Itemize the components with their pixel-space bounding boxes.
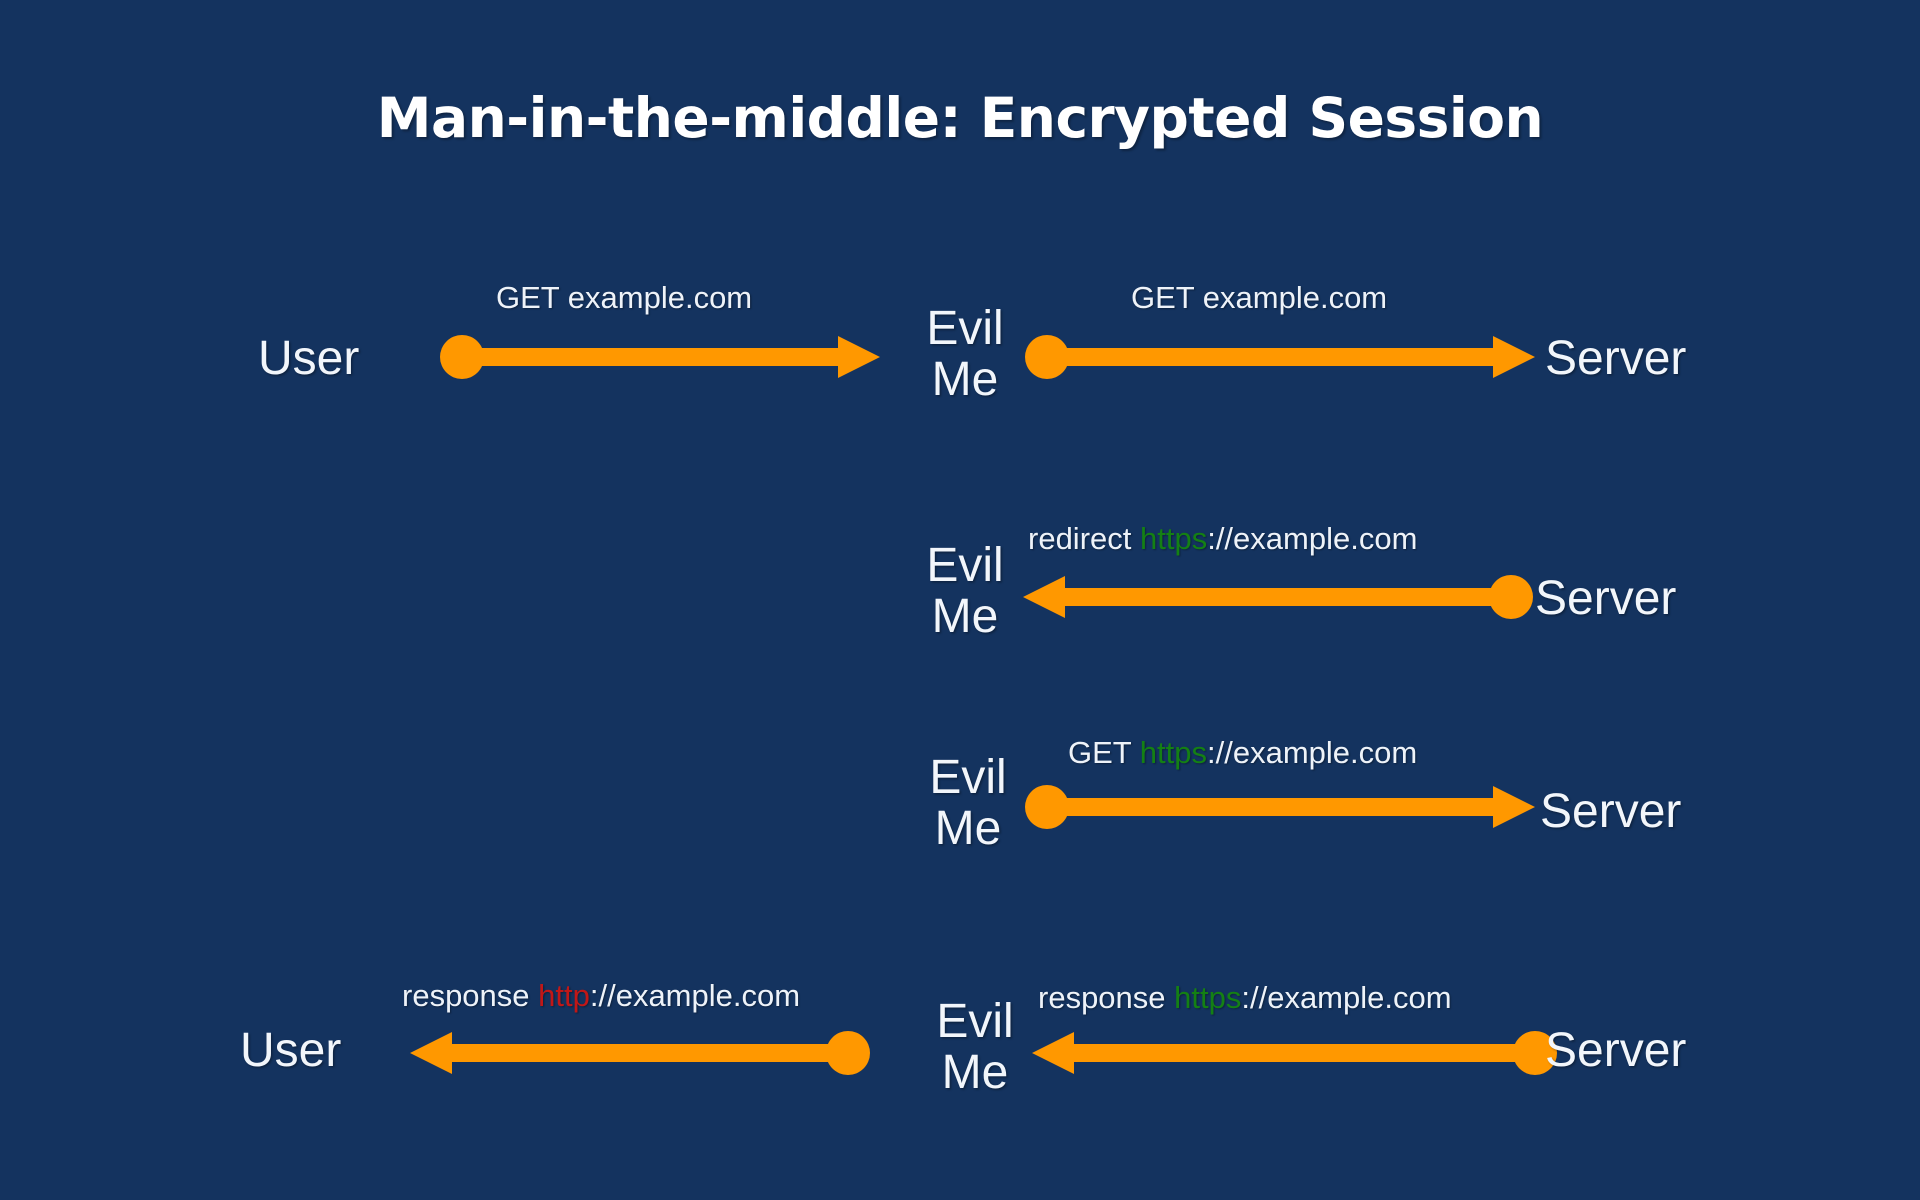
arrow-flow-1-right [1025,334,1545,380]
actor-attacker-row1: Evil Me [905,303,1025,406]
actor-attacker-line2: Me [931,353,999,407]
page-title: Man-in-the-middle: Encrypted Session [376,86,1544,150]
message-prefix: response [1038,980,1175,1015]
message-flow-1-right: GET example.com [1131,280,1387,316]
arrow-flow-4-right [1022,1030,1557,1076]
message-flow-4-right: response https://example.com [1038,980,1452,1016]
message-scheme: https [1139,521,1208,556]
actor-attacker-row3: Evil Me [908,752,1028,855]
message-prefix: GET [496,280,568,315]
message-suffix: ://example.com [1207,735,1418,770]
actor-server-row1: Server [1545,332,1687,385]
actor-attacker-line2: Me [941,1046,1009,1100]
actor-attacker-row2: Evil Me [905,540,1025,643]
arrow-flow-3-right [1025,784,1545,830]
arrow-flow-1-left [440,334,890,380]
actor-user-row4: User [240,1024,342,1077]
actor-attacker-row4: Evil Me [915,996,1035,1099]
message-scheme: https [1139,735,1207,770]
message-flow-2-right: redirect https://example.com [1028,521,1417,557]
actor-attacker-line1: Evil [936,995,1014,1048]
actor-attacker-line1: Evil [926,302,1004,355]
message-suffix: example.com [567,280,753,315]
actor-attacker-line1: Evil [929,751,1007,804]
message-prefix: GET [1068,735,1140,770]
message-suffix: ://example.com [589,978,801,1013]
message-flow-1-left: GET example.com [496,280,752,316]
message-scheme: https [1174,980,1242,1015]
actor-user-row1: User [258,332,360,385]
actor-server-row3: Server [1540,785,1682,838]
actor-server-row4: Server [1545,1024,1687,1077]
actor-attacker-line1: Evil [926,539,1004,592]
message-prefix: GET [1131,280,1203,315]
message-suffix: ://example.com [1207,521,1418,556]
message-scheme: http [538,978,590,1013]
message-flow-3-right: GET https://example.com [1068,735,1417,771]
actor-attacker-line2: Me [931,590,999,644]
arrow-flow-2-right [1013,574,1533,620]
actor-server-row2: Server [1535,572,1677,625]
actor-attacker-line2: Me [934,802,1002,856]
message-suffix: example.com [1202,280,1388,315]
message-prefix: redirect [1028,521,1140,556]
message-suffix: ://example.com [1241,980,1452,1015]
message-flow-4-left: response http://example.com [402,978,800,1014]
arrow-flow-4-left [400,1030,870,1076]
message-prefix: response [402,978,539,1013]
